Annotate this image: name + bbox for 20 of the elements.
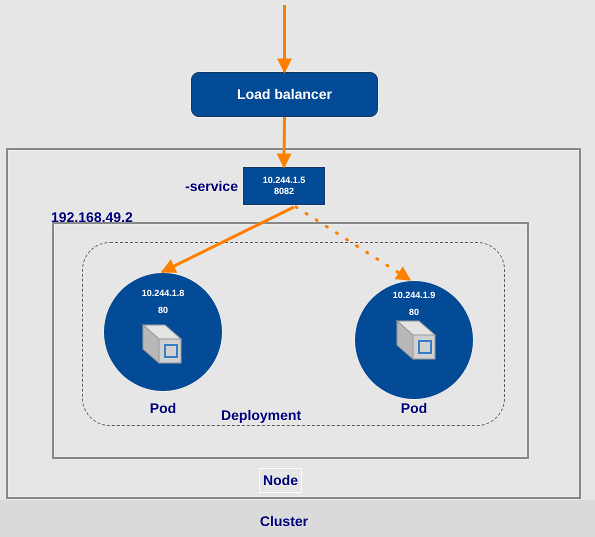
box-label: Load balancer	[237, 85, 332, 104]
node-label: Node	[259, 468, 302, 493]
service-name-label: -service	[185, 177, 238, 196]
arrow	[294, 206, 412, 282]
cluster-label: Cluster	[258, 512, 310, 531]
port-number: 80	[408, 306, 420, 319]
arrow	[160, 206, 295, 274]
ip-address: 10.244.1.8	[140, 287, 186, 300]
ip-address-label: 192.168.49.2	[51, 208, 133, 227]
port-number: 80	[156, 304, 169, 317]
deployment-boundary	[82, 242, 505, 426]
pod-label: Pod	[400, 399, 428, 418]
ip-address: 10.244.1.5	[262, 175, 306, 186]
pod-label: Pod	[148, 399, 178, 418]
ip-address: 10.244.1.9	[392, 289, 436, 302]
port-number: 8082	[274, 186, 294, 197]
arrow	[276, 116, 292, 168]
arrow	[277, 5, 292, 74]
load-balancer-box	[191, 72, 378, 117]
deployment-label: Deployment	[221, 406, 302, 425]
